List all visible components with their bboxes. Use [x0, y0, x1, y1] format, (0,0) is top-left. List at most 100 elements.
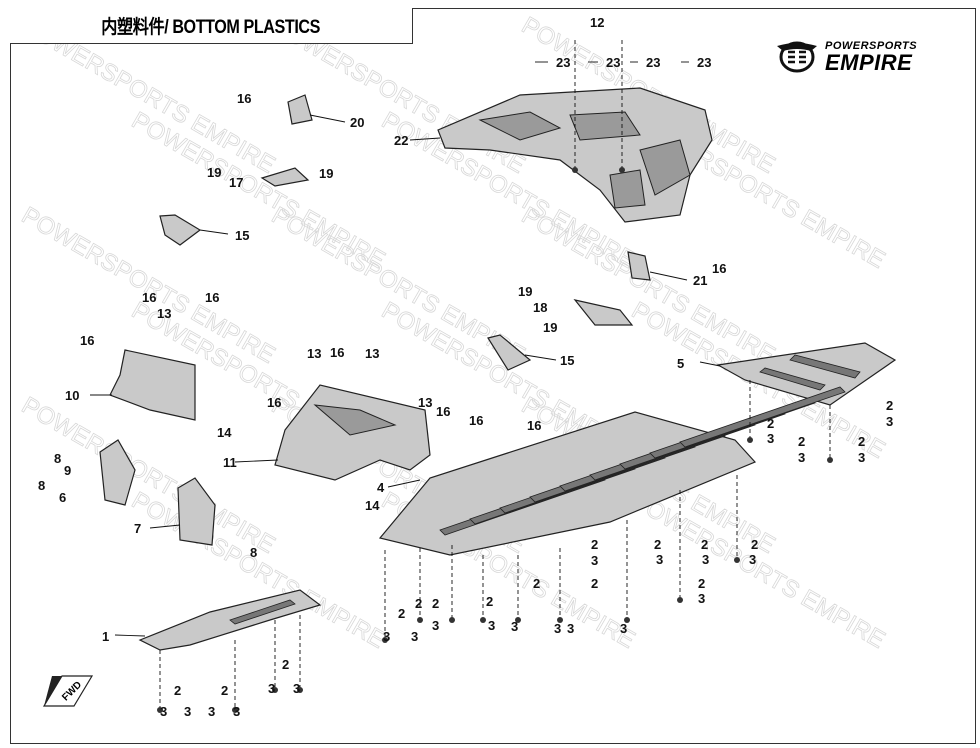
callout-part-3: 3: [767, 431, 774, 446]
bolt-icon: [619, 167, 625, 173]
callout-part-2: 2: [486, 594, 493, 609]
callout-part-20: 20: [350, 115, 364, 130]
callout-part-2: 2: [415, 596, 422, 611]
bolt-icon: [572, 167, 578, 173]
callout-part-2: 2: [282, 657, 289, 672]
part-4-skid-plate-main: [378, 386, 846, 556]
bolt-icon: [480, 617, 486, 623]
callout-part-23: 23: [646, 55, 660, 70]
callout-part-15: 15: [560, 353, 574, 368]
bolt-icon: [297, 687, 303, 693]
callout-part-17: 17: [229, 175, 243, 190]
leader-line: [309, 114, 346, 123]
part-1-skid-plate-front: [138, 589, 322, 651]
logo-line2: EMPIRE: [825, 49, 913, 75]
part-7-guard: [177, 477, 216, 546]
callout-part-1: 1: [102, 629, 109, 644]
title-text: 内塑料件/ BOTTOM PLASTICS: [101, 17, 321, 38]
bolt-icon: [827, 457, 833, 463]
callout-part-22: 22: [394, 133, 408, 148]
callout-part-16: 16: [267, 395, 281, 410]
callout-part-3: 3: [432, 618, 439, 633]
callout-part-3: 3: [184, 704, 191, 719]
callout-part-15: 15: [235, 228, 249, 243]
callout-part-21: 21: [693, 273, 707, 288]
callout-part-13: 13: [307, 346, 321, 361]
callout-part-3: 3: [268, 681, 275, 696]
callout-part-19: 19: [543, 320, 557, 335]
callout-part-3: 3: [886, 414, 893, 429]
callout-part-10: 10: [65, 388, 79, 403]
callout-part-3: 3: [798, 450, 805, 465]
callout-part-3: 3: [293, 681, 300, 696]
callout-part-3: 3: [698, 591, 705, 606]
callout-part-16: 16: [712, 261, 726, 276]
leader-line: [699, 361, 721, 367]
part-11-recess: [313, 404, 397, 436]
bolt-icon: [232, 707, 238, 713]
bolt-icon: [624, 617, 630, 623]
callout-part-3: 3: [511, 619, 518, 634]
part-17-bracket: [260, 167, 310, 187]
callout-part-16: 16: [436, 404, 450, 419]
callout-part-16: 16: [469, 413, 483, 428]
fwd-arrow-icon: FWD: [42, 675, 94, 707]
bolt-icon: [272, 687, 278, 693]
callout-part-16: 16: [237, 91, 251, 106]
leader-line: [649, 271, 688, 281]
callout-part-3: 3: [554, 621, 561, 636]
callout-part-2: 2: [886, 398, 893, 413]
callout-part-2: 2: [398, 606, 405, 621]
callout-part-19: 19: [518, 284, 532, 299]
part-21-bracket: [627, 251, 651, 281]
bolt-icon: [747, 437, 753, 443]
callout-part-3: 3: [411, 629, 418, 644]
callout-part-23: 23: [556, 55, 570, 70]
callout-part-2: 2: [751, 537, 758, 552]
part-5-skid-plate-rear: [716, 342, 897, 406]
callout-part-13: 13: [365, 346, 379, 361]
callout-part-3: 3: [567, 621, 574, 636]
callout-part-3: 3: [591, 553, 598, 568]
callout-part-16: 16: [205, 290, 219, 305]
callout-part-2: 2: [591, 576, 598, 591]
callout-part-2: 2: [767, 416, 774, 431]
bolt-icon: [677, 597, 683, 603]
callout-part-2: 2: [533, 576, 540, 591]
part-15-cover-center: [487, 334, 532, 371]
callout-part-3: 3: [383, 629, 390, 644]
callout-part-13: 13: [157, 306, 171, 321]
logo-line1: POWERSPORTS: [825, 39, 918, 52]
part-6-guard: [99, 439, 136, 506]
callout-part-16: 16: [330, 345, 344, 360]
callout-part-2: 2: [174, 683, 181, 698]
part-15-cover-left: [159, 214, 202, 246]
callout-part-9: 9: [64, 463, 71, 478]
callout-part-14: 14: [365, 498, 380, 513]
callout-part-3: 3: [858, 450, 865, 465]
callout-part-2: 2: [698, 576, 705, 591]
callout-part-13: 13: [418, 395, 432, 410]
callout-part-3: 3: [208, 704, 215, 719]
leader-line: [199, 229, 229, 235]
callout-part-3: 3: [749, 552, 756, 567]
callout-part-8: 8: [250, 545, 257, 560]
callout-part-8: 8: [38, 478, 45, 493]
bolt-icon: [157, 707, 163, 713]
callout-part-3: 3: [620, 621, 627, 636]
part-18-bracket: [573, 299, 634, 326]
callout-part-12: 12: [590, 15, 604, 30]
callout-part-3: 3: [656, 552, 663, 567]
callout-part-5: 5: [677, 356, 684, 371]
bolt-icon: [557, 617, 563, 623]
callout-part-23: 23: [697, 55, 711, 70]
callout-part-19: 19: [319, 166, 333, 181]
callout-part-2: 2: [591, 537, 598, 552]
callout-part-2: 2: [798, 434, 805, 449]
callout-part-16: 16: [527, 418, 541, 433]
bolt-icon: [417, 617, 423, 623]
callout-part-3: 3: [702, 552, 709, 567]
callout-part-8: 8: [54, 451, 61, 466]
leader-line: [114, 634, 146, 637]
